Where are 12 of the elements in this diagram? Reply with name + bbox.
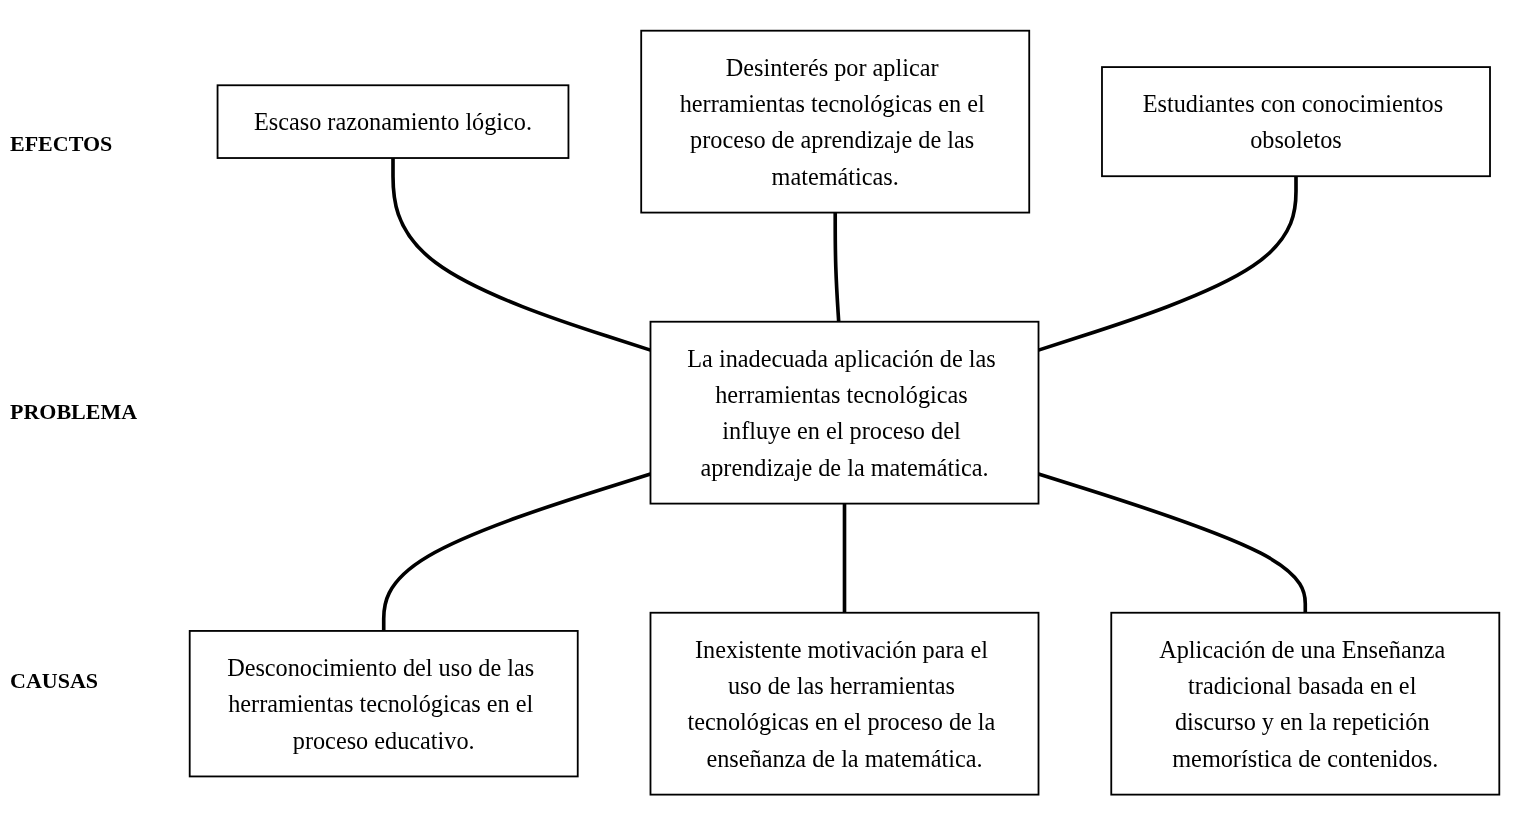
connector [842,503,847,613]
node-box: Aplicación de una Enseñanza tradicional basada en el discurso y en la repetición memorística de contenidos. [1110,611,1501,796]
node-box: Desinterés por aplicar herramientas tecnológicas en el proceso de aprendizaje de las matemáticas. [640,29,1031,214]
row-label: EFECTOS [10,131,114,158]
row-label: PROBLEMA [10,399,139,426]
node-box: Estudiantes con conocimientos obsoletos [1101,66,1491,177]
row-label: CAUSAS [10,667,100,694]
node-box: Desconocimiento del uso de las herramientas tecnológicas en el proceso educativo. [188,629,579,778]
node-box: La inadecuada aplicación de las herramientas tecnológicas influye en el proceso del aprendizaje de la matemática. [649,320,1040,505]
node-box: Escaso razonamiento lógico. [216,84,570,159]
connector [833,212,841,322]
node-box: Inexistente motivación para el uso de las herramientas tecnológicas en el proceso de la enseñanza de la matemática. [649,611,1040,796]
